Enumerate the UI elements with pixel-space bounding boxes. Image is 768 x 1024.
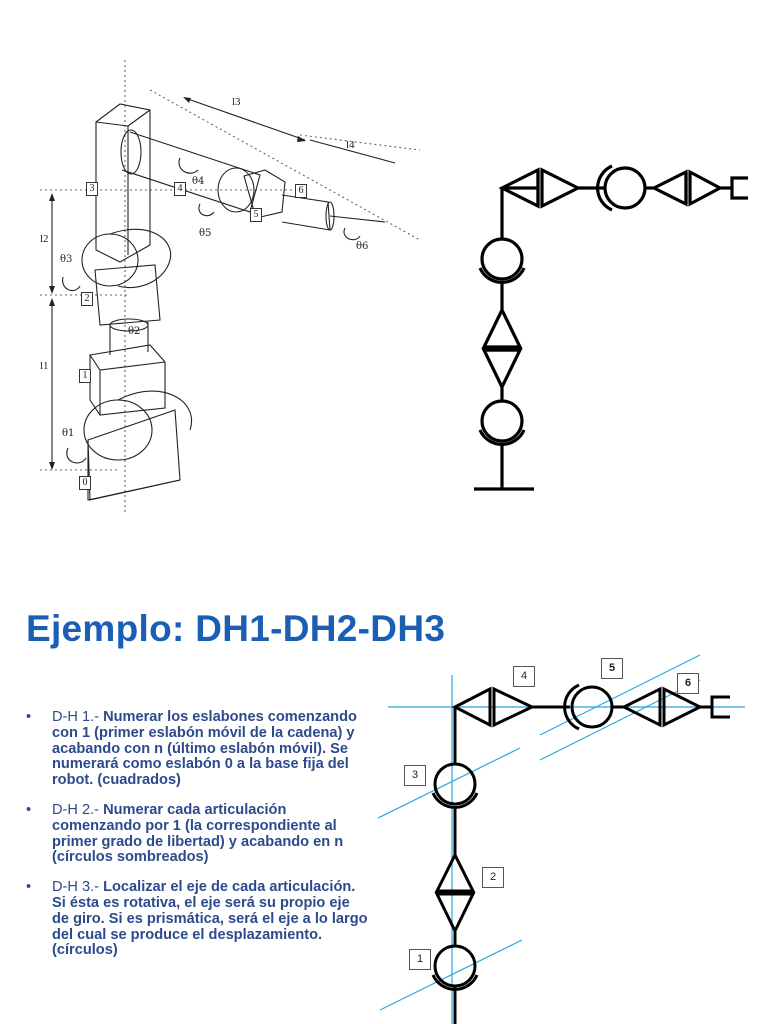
joint-label-theta5: θ5 xyxy=(199,228,212,239)
list-item: • D-H 1.- Numerar los eslabones comenzan… xyxy=(24,709,369,789)
joint-label-theta1: θ1 xyxy=(62,428,75,439)
page-title: Ejemplo: DH1-DH2-DH3 xyxy=(26,608,446,649)
joint-number-5: 5 xyxy=(601,658,623,679)
joint-label-theta2: θ2 xyxy=(128,326,141,337)
link-label-1: 1 xyxy=(79,369,91,383)
joint-label-theta3: θ3 xyxy=(60,254,73,265)
length-label-l3: l3 xyxy=(232,96,241,108)
link-label-0: 0 xyxy=(79,476,91,490)
joint-label-theta6: θ6 xyxy=(356,241,369,252)
list-item: • D-H 3.- Localizar el eje de cada artic… xyxy=(24,879,369,959)
link-label-6: 6 xyxy=(295,184,307,198)
step-lead: D-H 2.- xyxy=(52,801,100,818)
step-lead: D-H 3.- xyxy=(52,879,100,896)
joint-label-theta4: θ4 xyxy=(192,176,205,187)
link-label-4: 4 xyxy=(174,182,186,196)
step-text: Localizar el eje de cada articulación. S… xyxy=(52,879,368,959)
joint-number-3: 3 xyxy=(404,765,426,786)
bullet-icon: • xyxy=(26,709,32,725)
joint-number-4: 4 xyxy=(513,666,535,687)
bullet-icon: • xyxy=(26,801,32,818)
link-label-3: 3 xyxy=(86,182,98,196)
joint-number-6: 6 xyxy=(677,673,699,694)
bullet-icon: • xyxy=(26,879,32,896)
length-label-l1: l1 xyxy=(40,360,49,372)
joint-number-2: 2 xyxy=(482,867,504,888)
link-label-5: 5 xyxy=(250,208,262,222)
link-label-2: 2 xyxy=(81,292,93,306)
length-label-l2: l2 xyxy=(40,233,49,245)
step-text: Numerar cada articulación comenzando por… xyxy=(52,801,344,866)
joint-number-1: 1 xyxy=(409,949,431,970)
step-text: Numerar los eslabones comenzando con 1 (… xyxy=(52,709,357,789)
steps-list: • D-H 1.- Numerar los eslabones comenzan… xyxy=(24,709,369,973)
step-lead: D-H 1.- xyxy=(52,709,100,725)
length-label-l4: l4 xyxy=(346,139,355,151)
list-item: • D-H 2.- Numerar cada articulación come… xyxy=(24,801,369,866)
